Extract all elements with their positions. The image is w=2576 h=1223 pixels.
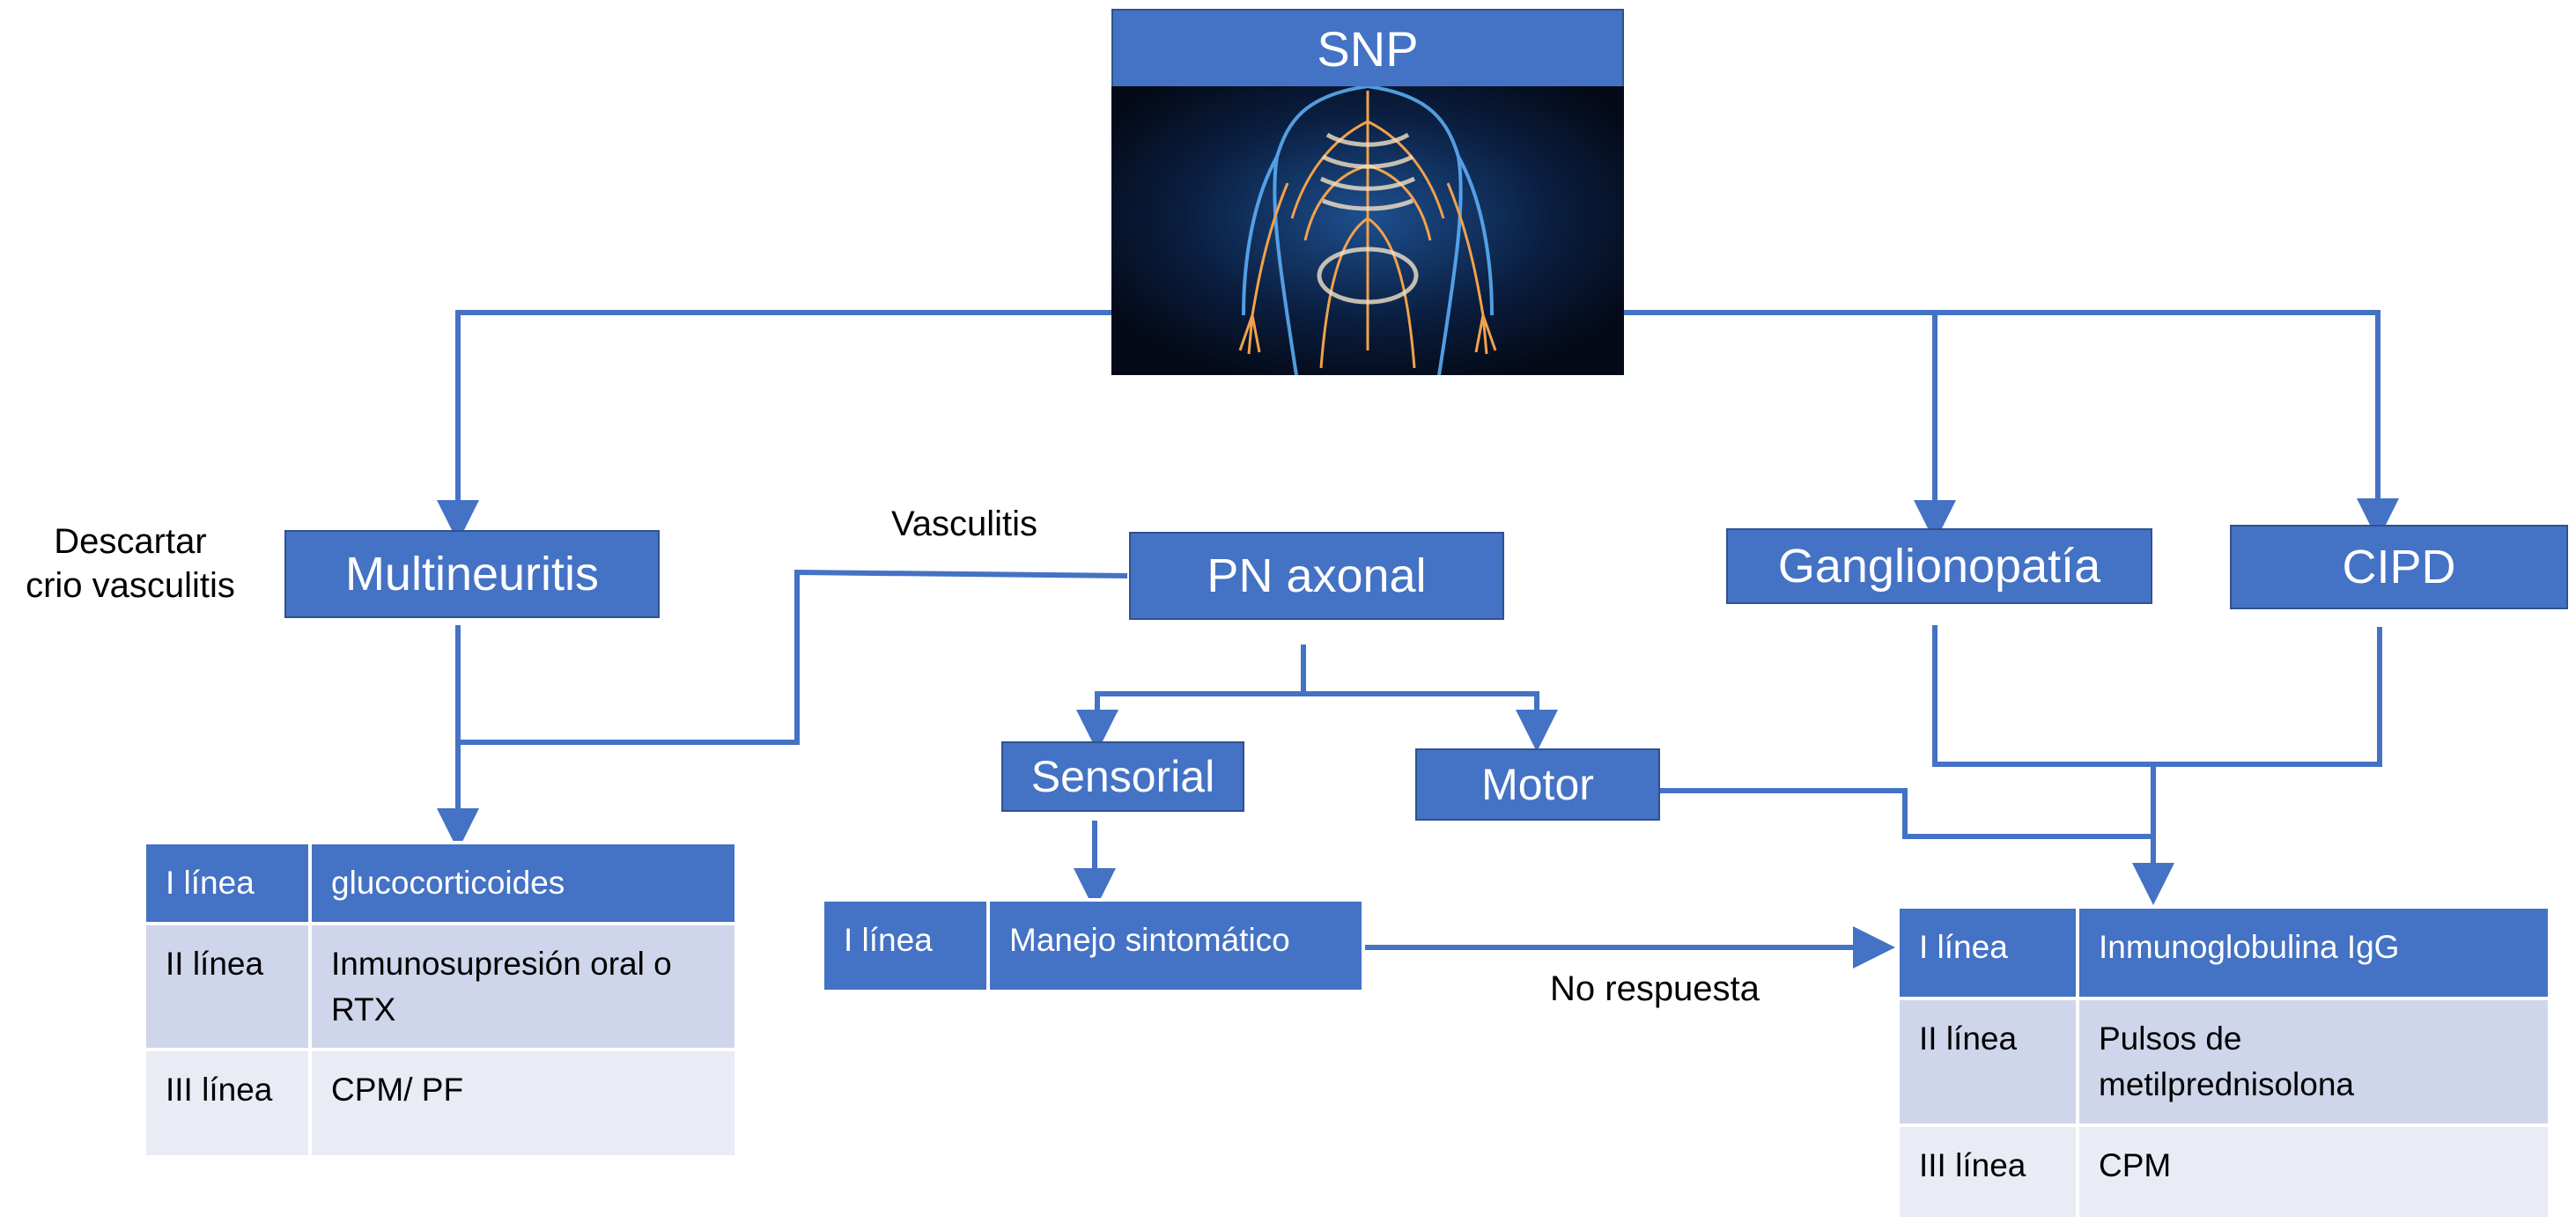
connector-snp-cipd xyxy=(1624,310,2399,541)
connector-ganglionopatia-merge xyxy=(1932,625,2382,767)
table-cell-treatment: Manejo sintomático xyxy=(986,898,1365,993)
connector-vasculitis-pn-axonal xyxy=(458,569,1128,745)
table-sensorial: I línea Manejo sintomático xyxy=(821,898,1365,993)
table-multineuritis: I línea glucocorticoides II línea Inmuno… xyxy=(143,841,738,1160)
table-cell-treatment: Inmunosupresión oral o RTX xyxy=(308,921,738,1052)
connector-pn-axonal-split xyxy=(1076,645,1306,752)
table-row: III línea CPM/ PF xyxy=(143,1048,738,1160)
table-row: II línea Inmunosupresión oral o RTX xyxy=(143,921,738,1052)
table-row: III línea CPM xyxy=(1896,1123,2551,1220)
node-sensorial: Sensorial xyxy=(1001,741,1244,812)
table-cell-treatment: Inmunoglobulina IgG xyxy=(2076,905,2551,1000)
table-cell-line: I línea xyxy=(821,898,990,993)
table-cell-line: III línea xyxy=(1896,1123,2079,1220)
connector-motor-table xyxy=(1659,788,2152,839)
nervous-system-illustration xyxy=(1111,86,1624,375)
table-cell-treatment: CPM xyxy=(2076,1123,2551,1220)
table-cell-line: II línea xyxy=(143,921,312,1052)
node-pn-axonal: PN axonal xyxy=(1129,532,1504,620)
snp-title: SNP xyxy=(1111,9,1624,86)
table-cell-line: I línea xyxy=(1896,905,2079,1000)
table-cell-line: II línea xyxy=(1896,997,2079,1127)
node-motor: Motor xyxy=(1415,748,1660,821)
table-cell-treatment: Pulsos de metilprednisolona xyxy=(2076,997,2551,1127)
table-row: I línea Manejo sintomático xyxy=(821,898,1365,993)
table-row: II línea Pulsos de metilprednisolona xyxy=(1896,997,2551,1127)
table-cell-line: I línea xyxy=(143,841,312,925)
table-row: I línea Inmunoglobulina IgG xyxy=(1896,905,2551,1000)
table-row: I línea glucocorticoides xyxy=(143,841,738,925)
node-cipd: CIPD xyxy=(2230,525,2568,609)
node-ganglionopatia: Ganglionopatía xyxy=(1726,528,2152,604)
label-no-respuesta: No respuesta xyxy=(1550,969,1760,1008)
table-cell-treatment: CPM/ PF xyxy=(308,1048,738,1160)
table-cell-treatment: glucocorticoides xyxy=(308,841,738,925)
label-vasculitis: Vasculitis xyxy=(891,505,1037,543)
node-multineuritis: Multineuritis xyxy=(284,530,660,618)
label-descartar: Descartar crio vasculitis xyxy=(26,522,235,605)
table-cell-line: III línea xyxy=(143,1048,312,1160)
connector-pn-axonal-motor xyxy=(1303,691,1558,752)
table-inmunoglobulina: I línea Inmunoglobulina IgG II línea Pul… xyxy=(1896,905,2551,1220)
connector-snp-multineuritis xyxy=(437,310,1111,542)
